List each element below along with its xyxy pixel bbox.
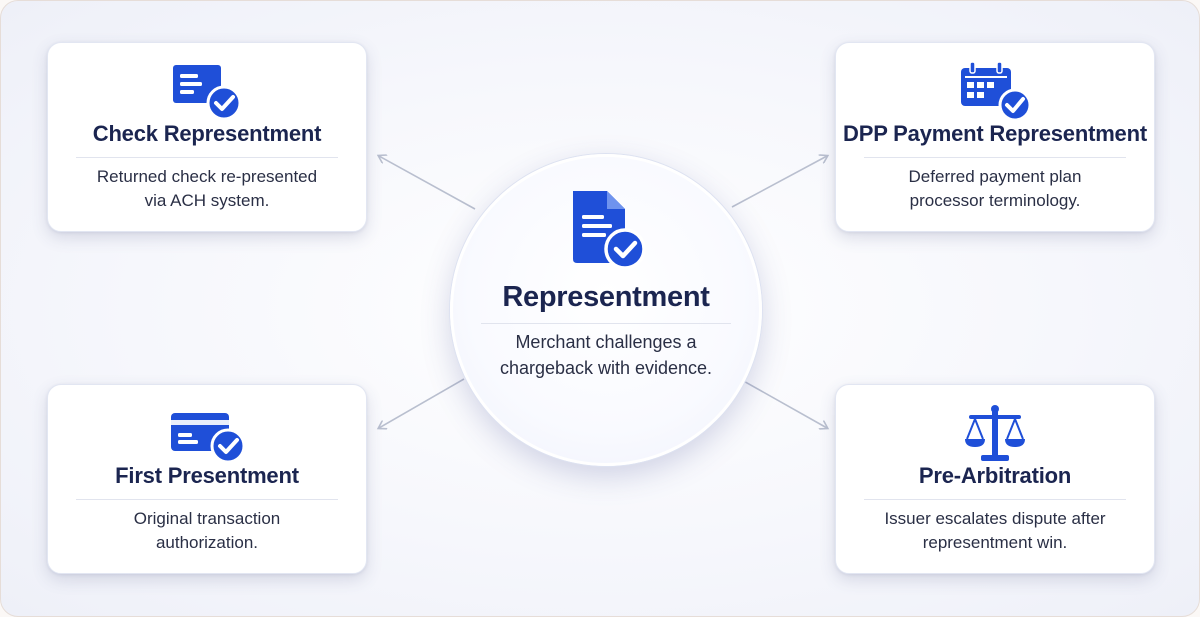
document-check-icon xyxy=(573,191,646,270)
connector-pre-arbitration xyxy=(739,378,827,428)
description-line: Deferred payment plan xyxy=(908,167,1082,186)
description-line: Merchant challenges a xyxy=(515,332,697,352)
card-title: Check Representment xyxy=(92,121,322,146)
description-line: representment win. xyxy=(922,533,1068,552)
description-line: chargeback with evidence. xyxy=(499,358,713,378)
center-description: Merchant challenges a chargeback with ev… xyxy=(483,329,729,381)
description-line: authorization. xyxy=(155,533,259,552)
description-line: Returned check re-presented xyxy=(96,167,318,186)
center-node-representment: Representment Merchant challenges a char… xyxy=(450,154,762,466)
card-check-icon xyxy=(171,413,246,464)
card-description: Returned check re-presented via ACH syst… xyxy=(68,165,346,213)
divider xyxy=(76,499,338,500)
card-description: Issuer escalates dispute after represent… xyxy=(856,507,1134,555)
scales-icon xyxy=(965,405,1025,461)
card-description: Original transaction authorization. xyxy=(68,507,346,555)
description-line: processor terminology. xyxy=(909,191,1081,210)
center-title: Representment xyxy=(502,281,710,313)
form-check-icon xyxy=(173,65,242,121)
card-description: Deferred payment plan processor terminol… xyxy=(856,165,1134,213)
divider xyxy=(864,499,1126,500)
card-first-presentment: First Presentment Original transaction a… xyxy=(47,384,367,574)
card-dpp-payment-representment: DPP Payment Representment Deferred payme… xyxy=(835,42,1155,232)
card-title: First Presentment xyxy=(115,463,299,488)
card-check-representment: Check Representment Returned check re-pr… xyxy=(47,42,367,232)
card-title: DPP Payment Representment xyxy=(843,121,1147,146)
connector-check-representment xyxy=(379,156,476,210)
description-line: Issuer escalates dispute after xyxy=(884,509,1106,528)
description-line: Original transaction xyxy=(133,509,281,528)
divider xyxy=(76,157,338,158)
connector-dpp-payment-representment xyxy=(731,156,827,208)
card-pre-arbitration: Pre-Arbitration Issuer escalates dispute… xyxy=(835,384,1155,574)
divider xyxy=(481,323,731,324)
connector-first-presentment xyxy=(379,378,465,428)
card-title: Pre-Arbitration xyxy=(918,463,1072,488)
divider xyxy=(864,157,1126,158)
calendar-check-icon xyxy=(961,61,1032,122)
description-line: via ACH system. xyxy=(144,191,270,210)
